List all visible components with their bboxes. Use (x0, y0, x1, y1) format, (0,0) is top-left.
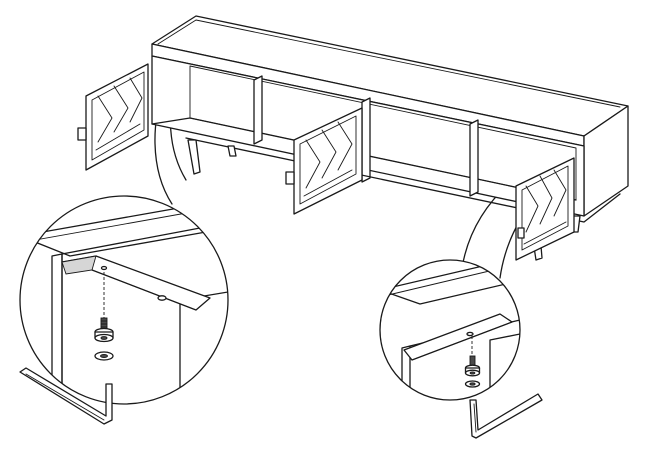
tv-stand-cabinet (151, 15, 629, 261)
door-handle-icon (285, 171, 295, 185)
left-door (77, 63, 149, 171)
detail-view-right (379, 259, 521, 401)
washer-icon (464, 380, 481, 388)
mounting-bracket (61, 255, 211, 311)
mounting-bracket (403, 313, 513, 361)
bolt-icon (464, 355, 481, 377)
center-door (285, 107, 363, 215)
cabinet-dividers (253, 75, 479, 197)
door-handle-icon (77, 127, 87, 141)
allen-key-icon (469, 393, 543, 439)
washer-icon (94, 351, 114, 361)
bracket-hole-icon (466, 331, 474, 337)
bolt-icon (94, 317, 114, 343)
allen-key-icon (19, 367, 113, 425)
right-door (515, 157, 575, 261)
bracket-hole-icon (157, 295, 167, 301)
bracket-hole-icon (100, 265, 108, 271)
door-handle-icon (517, 227, 525, 239)
